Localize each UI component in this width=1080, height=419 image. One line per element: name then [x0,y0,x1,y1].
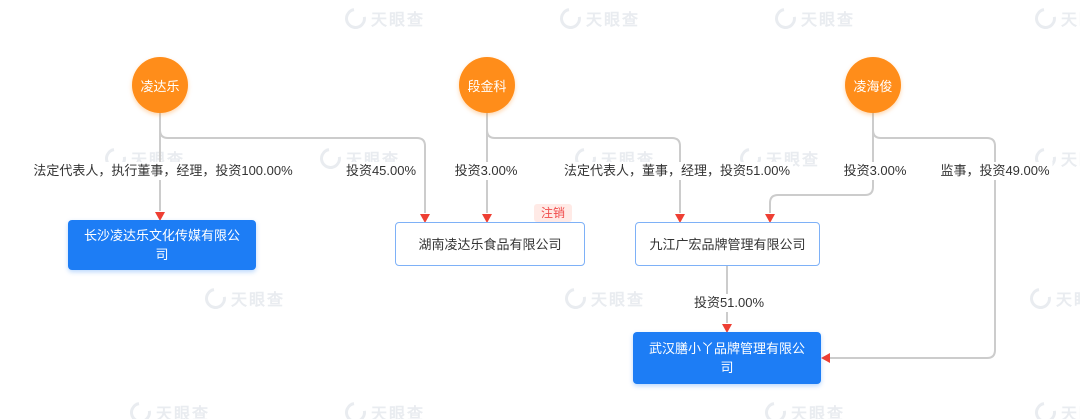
edge-label: 法定代表人，执行董事，经理，投资100.00% [30,162,296,180]
edge-line-linghaijun-wuhan [830,129,996,359]
company-name: 武汉膳小丫品牌管理有限公司 [648,341,805,375]
company-node-wuhan[interactable]: 武汉膳小丫品牌管理有限公司 [633,332,821,384]
company-node-jiujiang[interactable]: 九江广宏品牌管理有限公司 [635,222,820,266]
tianyancha-watermark: 天眼查 [340,397,426,419]
status-badge-cancelled: 注销 [533,204,572,222]
watermark-text: 天眼查 [371,12,426,29]
watermark-text: 天眼查 [371,406,426,419]
tianyancha-watermark: 天眼查 [340,3,426,33]
arrow-down-icon [420,214,430,223]
company-name: 湖南凌达乐食品有限公司 [418,236,562,252]
arrow-down-icon [675,214,685,223]
tianyancha-watermark: 天眼查 [1030,397,1080,419]
tianyancha-watermark: 天眼查 [1030,3,1080,33]
company-node-changsha[interactable]: 长沙凌达乐文化传媒有限公司 [68,220,256,270]
tianyancha-watermark: 天眼查 [200,283,286,313]
edge-line-linghaijun-jiujiang [769,113,874,213]
arrow-left-icon [821,353,830,363]
edge-label: 法定代表人，董事，经理，投资51.00% [560,162,794,180]
arrow-down-icon [155,212,165,221]
watermark-text: 天眼查 [791,406,846,419]
company-name: 九江广宏品牌管理有限公司 [649,236,806,252]
person-node-duanjinke[interactable]: 段金科 [459,57,515,113]
watermark-text: 天眼查 [591,292,646,309]
tianyancha-watermark: 天眼查 [125,397,211,419]
arrow-down-icon [482,214,492,223]
watermark-text: 天眼查 [801,12,856,29]
edge-label: 投资51.00% [690,294,768,312]
edge-label: 监事，投资49.00% [937,162,1053,180]
edge-label: 投资3.00% [451,162,521,180]
watermark-text: 天眼查 [231,292,286,309]
edge-line-lingdale-hunan [159,129,426,213]
watermark-text: 天眼查 [1061,406,1080,419]
person-node-lingdale[interactable]: 凌达乐 [132,57,188,113]
watermark-text: 天眼查 [1061,12,1080,29]
watermark-text: 天眼查 [156,406,211,419]
edge-line-duanjinke-jiujiang [486,129,681,213]
company-name: 长沙凌达乐文化传媒有限公司 [83,228,240,262]
company-node-hunan[interactable]: 湖南凌达乐食品有限公司 注销 [395,204,585,266]
tianyancha-watermark: 天眼查 [560,283,646,313]
tianyancha-watermark: 天眼查 [1030,143,1080,173]
arrow-down-icon [722,324,732,333]
watermark-text: 天眼查 [586,12,641,29]
tianyancha-watermark: 天眼查 [770,3,856,33]
watermark-text: 天眼查 [1061,152,1080,169]
tianyancha-watermark: 天眼查 [760,397,846,419]
tianyancha-watermark: 天眼查 [555,3,641,33]
person-node-linghaijun[interactable]: 凌海俊 [845,57,901,113]
edge-label: 投资3.00% [840,162,910,180]
watermark-text: 天眼查 [1056,292,1080,309]
tianyancha-watermark: 天眼查 [1025,283,1080,313]
edge-label: 投资45.00% [342,162,420,180]
arrow-down-icon [765,214,775,223]
